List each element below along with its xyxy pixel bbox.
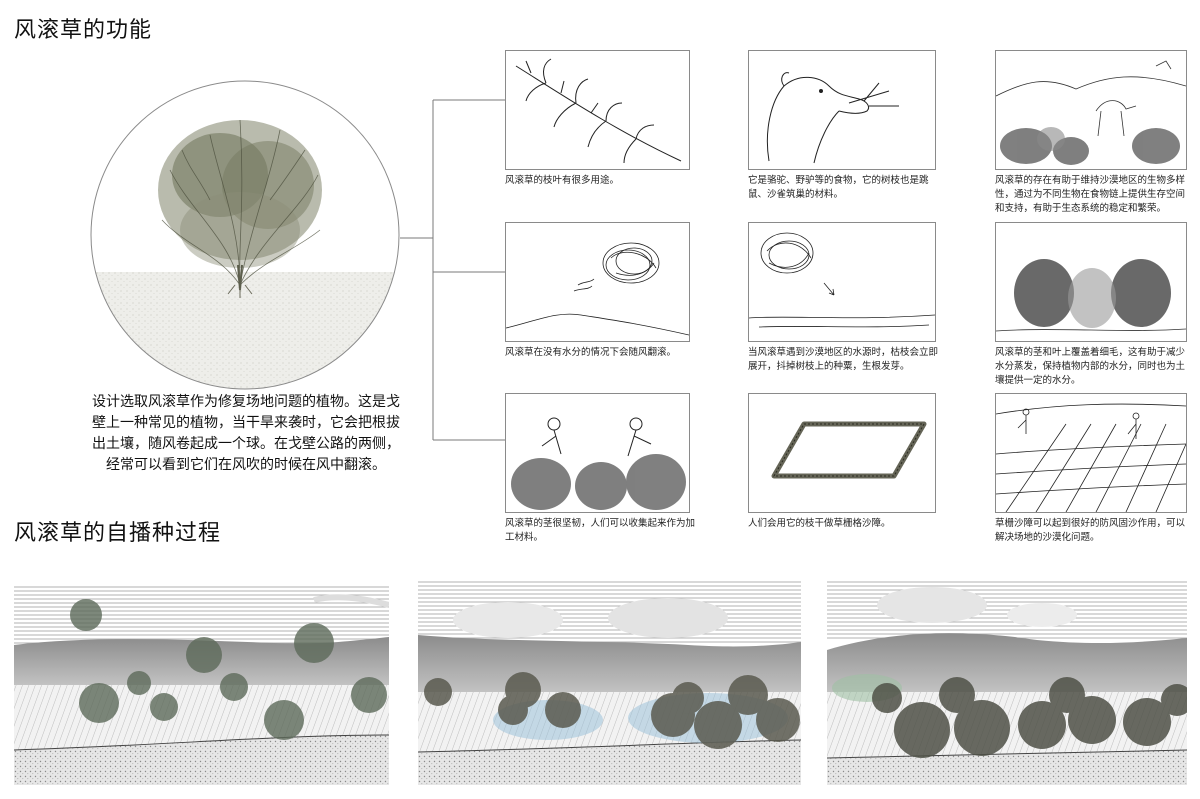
seeding-scene-1 [14, 585, 389, 785]
grass-grid-sketch-icon [771, 421, 927, 479]
function-caption-6: 风滚草的茎和叶上覆盖着细毛，这有助于减少水分蒸发，保持植物内部的水分，同时也为土… [995, 347, 1186, 386]
intro-paragraph: 设计选取风滚草作为修复场地问题的植物。这是戈壁上一种常见的植物，当干旱来袭时，它… [92, 394, 400, 473]
harvest-sketch-icon [511, 417, 686, 510]
tumbleweed-circle-illustration [90, 80, 400, 390]
desert-animals-sketch-icon [996, 60, 1186, 165]
branch-sketch-icon [515, 58, 682, 164]
tumbleweed-bush-icon [158, 119, 322, 298]
camel-sketch-icon [766, 72, 899, 164]
function-panel-5 [748, 222, 936, 342]
section-title-self-seeding: 风滚草的自播种过程 [14, 521, 222, 546]
sand-barrier-sketch-icon [996, 403, 1186, 512]
tumbleweed-water-sketch-icon [749, 232, 935, 328]
function-panel-4 [505, 222, 690, 342]
function-caption-2: 它是骆驼、野驴等的食物，它的树枝也是跳鼠、沙雀筑巢的材料。 [748, 175, 929, 200]
function-panel-2 [748, 50, 936, 170]
section-title-functions: 风滚草的功能 [14, 18, 153, 43]
function-caption-7: 风滚草的茎很坚韧，人们可以收集起来作为加工材料。 [505, 518, 696, 543]
function-caption-8: 人们会用它的枝干做草栅格沙障。 [748, 518, 891, 529]
rolling-tumbleweed-sketch-icon [506, 242, 689, 336]
seeding-scene-3 [827, 580, 1187, 785]
connector-lines [400, 99, 505, 441]
function-caption-5: 当风滚草遇到沙漠地区的水源时，枯枝会立即展开，抖掉树枝上的种粟，生根发芽。 [748, 347, 939, 372]
function-panel-8 [748, 393, 936, 513]
function-panel-9 [995, 393, 1187, 513]
function-panel-7 [505, 393, 690, 513]
function-caption-4: 风滚草在没有水分的情况下会随风翻滚。 [505, 347, 677, 358]
function-caption-9: 草栅沙障可以起到很好的防风固沙作用，可以解决场地的沙漠化问题。 [995, 518, 1186, 543]
function-panel-3 [995, 50, 1187, 170]
function-caption-1: 风滚草的枝叶有很多用途。 [505, 175, 620, 186]
function-panel-6 [995, 222, 1187, 342]
function-panel-1 [505, 50, 690, 170]
shrubs-sketch-icon [996, 259, 1186, 332]
seeding-scene-2 [418, 580, 801, 785]
function-caption-3: 风滚草的存在有助于维持沙漠地区的生物多样性，通过为不同生物在食物链上提供生存空间… [995, 175, 1186, 214]
